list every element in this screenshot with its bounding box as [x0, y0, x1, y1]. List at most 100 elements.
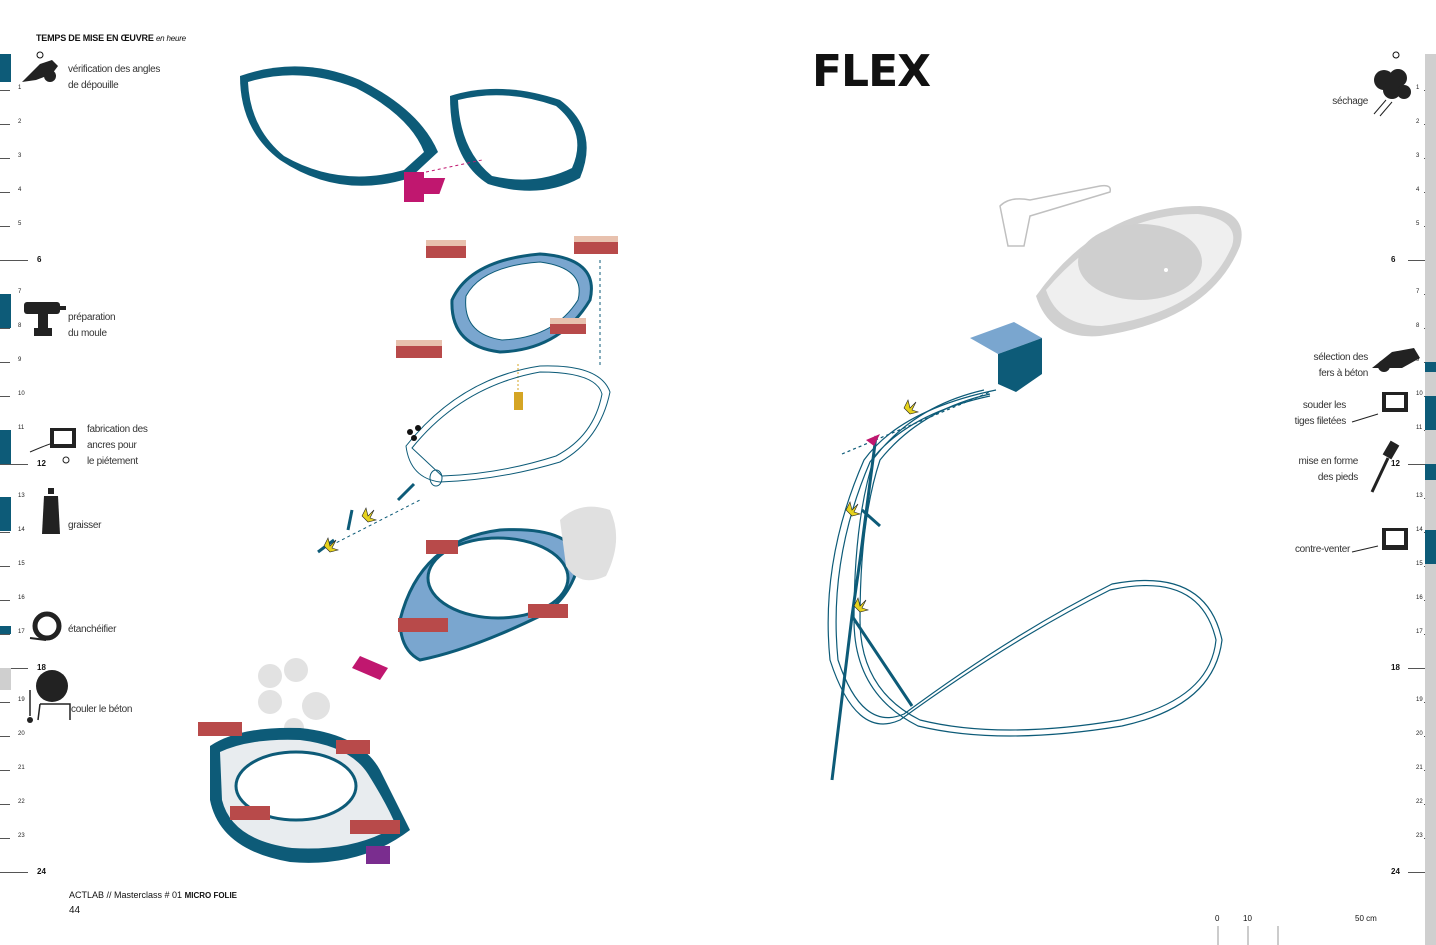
- timeline-tick-label: 14: [18, 527, 25, 533]
- step-couler: couler le béton: [71, 704, 133, 715]
- timeline-tick-label: 6: [1391, 255, 1396, 264]
- timeline-tick-label: 10: [1416, 391, 1423, 397]
- timeline-unit: en heure: [155, 34, 186, 43]
- timeline-tick-label: 11: [1416, 425, 1423, 431]
- timeline-tick: [0, 770, 10, 771]
- timeline-tick-label: 8: [18, 323, 22, 329]
- scale-label-50: 50 cm: [1355, 914, 1377, 923]
- timeline-tick: [0, 192, 10, 193]
- timeline-tick: [1408, 260, 1436, 261]
- drill-icon: [24, 302, 66, 336]
- timeline-tick: [0, 226, 10, 227]
- timeline-tick: [0, 124, 10, 125]
- bottle-icon: [42, 488, 60, 534]
- welder-right-icon-2: [1351, 528, 1408, 553]
- step-etancheifier: étanchéifier: [68, 624, 117, 635]
- mold-halves-drawing: [240, 66, 587, 202]
- page-number: 44: [69, 905, 81, 916]
- leg-rods-drawing: [830, 435, 914, 781]
- timeline-tick-label: 15: [1416, 561, 1423, 567]
- timeline-tick: [0, 396, 10, 397]
- mold-filling-drawing: [352, 506, 617, 680]
- timeline-tick-label: 9: [18, 357, 22, 363]
- timeline-tick-label: 11: [18, 425, 25, 431]
- timeline-tick-label: 23: [1416, 833, 1423, 839]
- scale-label-10: 10: [1243, 914, 1252, 923]
- timeline-tick-label: 21: [1416, 765, 1423, 771]
- timeline-tick: [0, 328, 10, 329]
- timeline-tick-label: 20: [18, 731, 25, 737]
- concrete-pour-drawing: [198, 658, 410, 864]
- timeline-tick-label: 7: [18, 289, 22, 295]
- timeline-tick-label: 7: [1416, 289, 1420, 295]
- timeline-tick-label: 18: [1391, 663, 1400, 672]
- welder-right-icon: [1351, 392, 1408, 423]
- timeline-tick-label: 24: [37, 867, 46, 876]
- sink-drawing: [999, 184, 1242, 337]
- timeline-tick-label: 22: [1416, 799, 1423, 805]
- timeline-tick: [0, 804, 10, 805]
- flexible-rods-drawing: [827, 389, 1223, 737]
- timeline-title: TEMPS DE MISE EN ŒUVRE: [36, 33, 154, 43]
- timeline-tick-label: 15: [18, 561, 25, 567]
- timeline-tick: [0, 566, 10, 567]
- timeline-tick: [0, 872, 28, 873]
- grinder-right-icon: [1372, 348, 1420, 372]
- timeline-tick-label: 17: [1416, 629, 1423, 635]
- timeline-tick-label: 4: [1416, 187, 1420, 193]
- timeline-tick-label: 2: [18, 119, 22, 125]
- timeline-tick-label: 3: [1416, 153, 1420, 159]
- timeline-tick-label: 19: [18, 697, 25, 703]
- timeline-tick-label: 12: [37, 459, 46, 468]
- timeline-tick-label: 12: [1391, 459, 1400, 468]
- timeline-tick-label: 18: [37, 663, 46, 672]
- timeline-tick: [0, 362, 10, 363]
- angle-grinder-icon: [22, 60, 58, 82]
- timeline-tick: [1408, 668, 1436, 669]
- oil-drops-icon: [407, 425, 421, 441]
- concrete-mixer-icon: [27, 670, 71, 723]
- timeline-tick: [0, 838, 10, 839]
- left-timeline-bars: [0, 54, 11, 690]
- timeline-tick: [0, 90, 10, 91]
- weld-spark-icon: [845, 399, 920, 613]
- scale-bar: [1217, 926, 1279, 945]
- timeline-tick-label: 14: [1416, 527, 1423, 533]
- timeline-tick-label: 1: [1416, 85, 1420, 91]
- timeline-tick: [0, 634, 10, 635]
- timeline-tick-label: 13: [18, 493, 25, 499]
- timeline-tick-label: 22: [18, 799, 25, 805]
- timeline-tick-label: 4: [18, 187, 22, 193]
- timeline-tick-label: 16: [1416, 595, 1423, 601]
- timeline-tick-label: 23: [18, 833, 25, 839]
- timeline-tick-label: 21: [18, 765, 25, 771]
- timeline-tick-label: 20: [1416, 731, 1423, 737]
- timeline-tick: [0, 600, 10, 601]
- timeline-tick-label: 17: [18, 629, 25, 635]
- scale-label-0: 0: [1215, 914, 1220, 923]
- timeline-header: TEMPS DE MISE EN ŒUVRE en heure: [36, 33, 186, 43]
- timeline-tick-label: 8: [1416, 323, 1420, 329]
- right-timeline-bars: [1425, 54, 1436, 945]
- timeline-tick-label: 13: [1416, 493, 1423, 499]
- timeline-tick-label: 19: [1416, 697, 1423, 703]
- timeline-tick: [0, 668, 28, 669]
- footer-credit: ACTLAB // Masterclass # 01 MICRO FOLIE: [69, 890, 238, 900]
- timeline-tick-label: 3: [18, 153, 22, 159]
- timeline-tick-label: 5: [18, 221, 22, 227]
- step-contre-venter: contre-venter: [1294, 544, 1350, 555]
- timeline-tick: [0, 158, 10, 159]
- wall-bracket-drawing: [970, 322, 1042, 392]
- timeline-tick-label: 10: [18, 391, 25, 397]
- spark-icon: [323, 507, 378, 553]
- timeline-tick: [1408, 464, 1436, 465]
- bracket-marker-icon: [866, 434, 880, 446]
- timeline-tick-label: 24: [1391, 867, 1400, 876]
- timeline-tick-label: 5: [1416, 221, 1420, 227]
